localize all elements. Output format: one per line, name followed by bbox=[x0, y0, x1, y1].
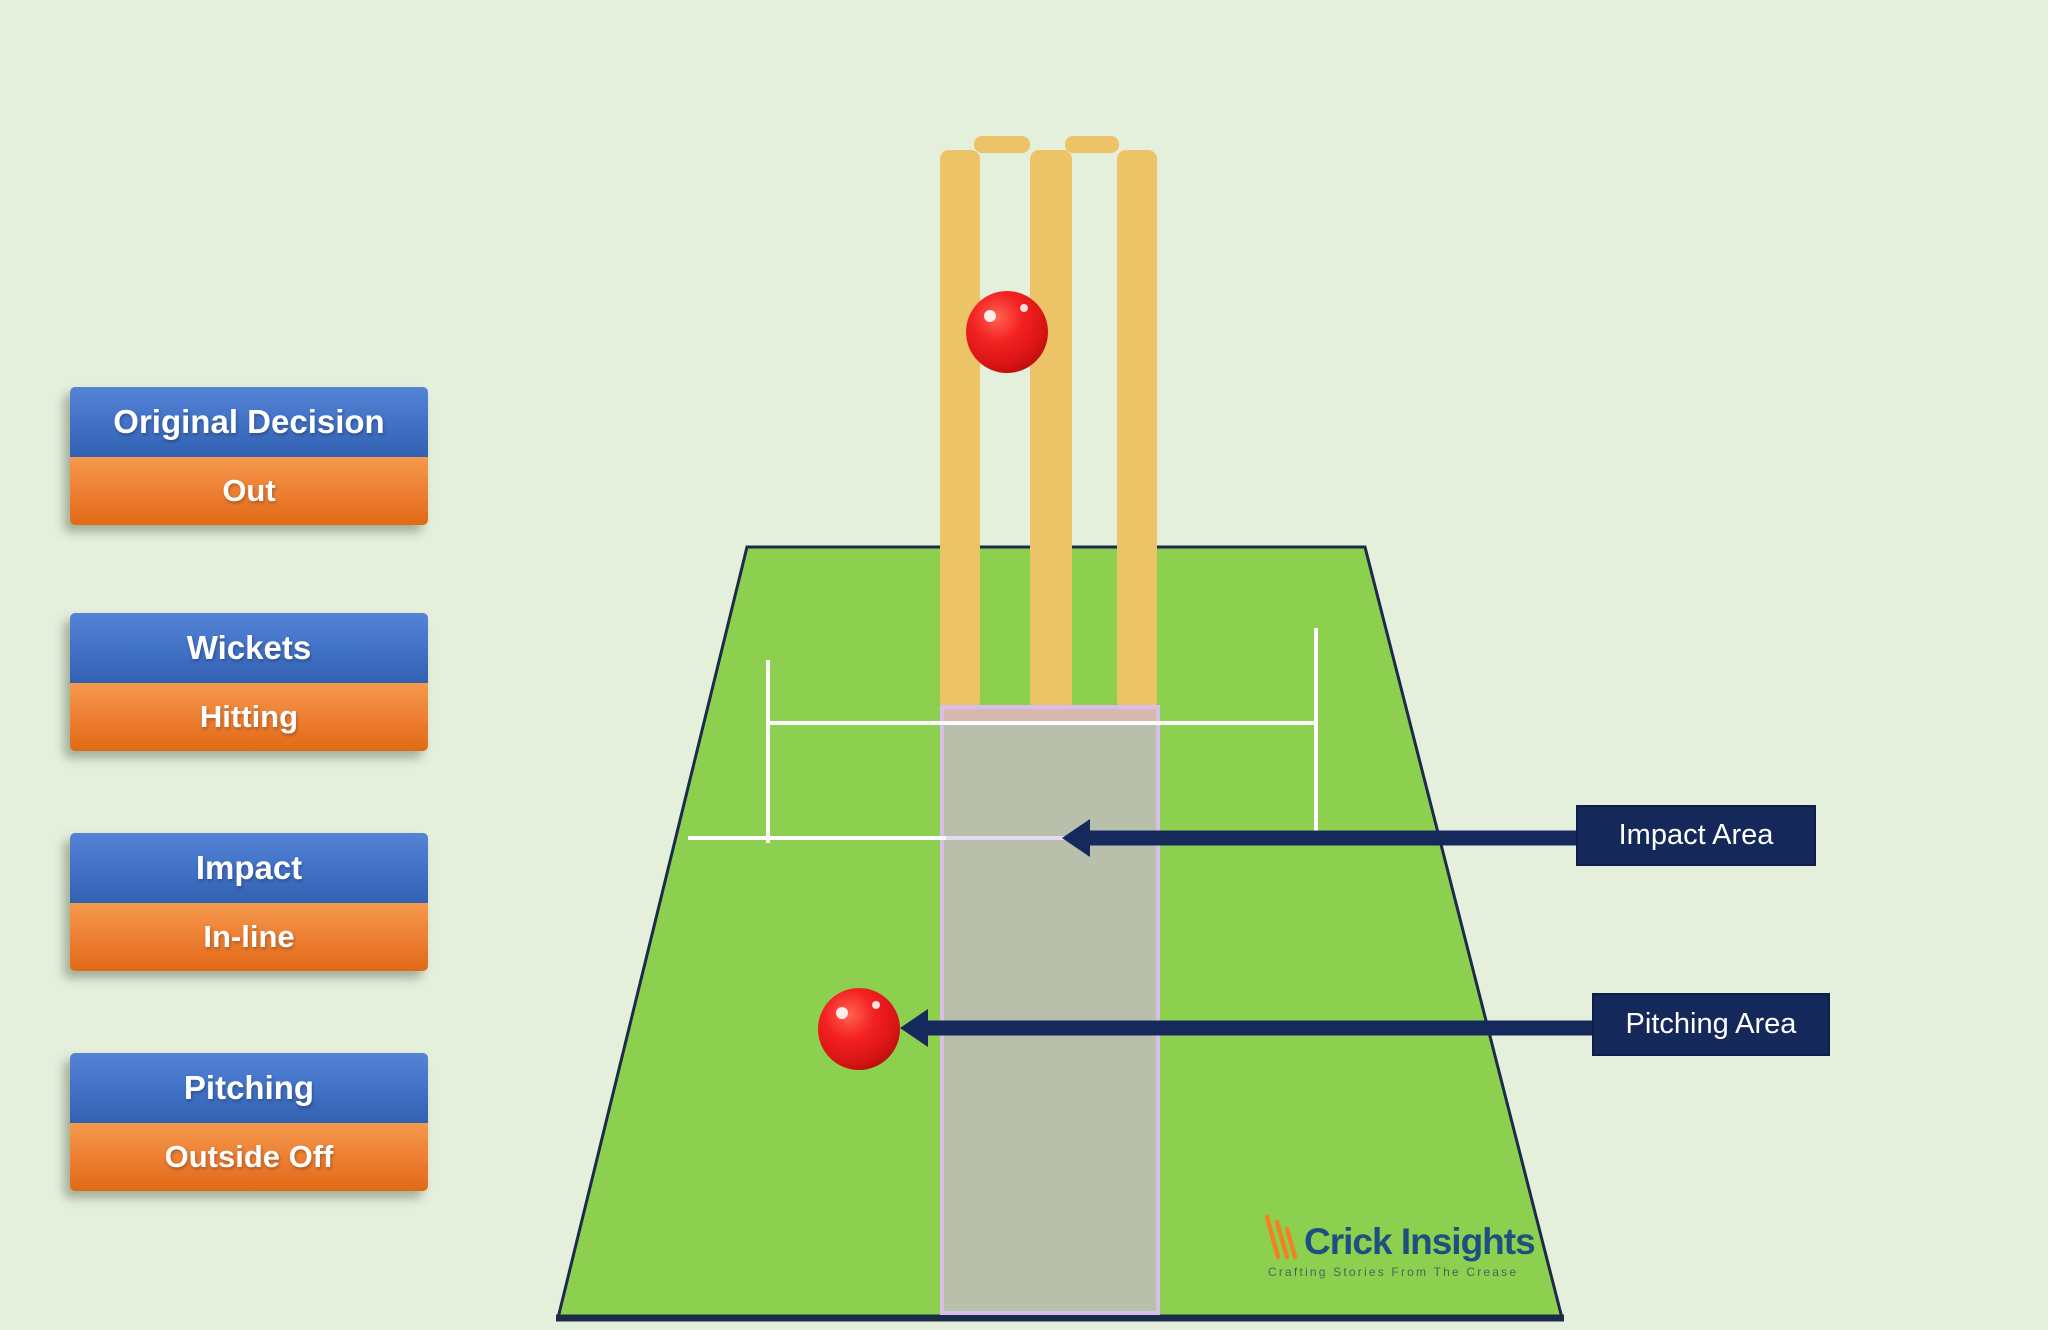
brand-logo: Crick Insights Crafting Stories From The… bbox=[1262, 1212, 1542, 1279]
impact-arrow-shaft bbox=[1086, 830, 1578, 846]
ball-pitching-position bbox=[818, 988, 900, 1070]
impact-area-label-text: Impact Area bbox=[1618, 819, 1774, 851]
ball-glint bbox=[984, 310, 996, 322]
logo-name: Crick Insights bbox=[1304, 1221, 1536, 1262]
card-value: In-line bbox=[70, 903, 428, 971]
impact-arrowhead-icon bbox=[1062, 819, 1090, 857]
stump-zone-pink-band bbox=[942, 707, 1158, 723]
cricket-ball-icon bbox=[966, 291, 1048, 373]
card-value: Out bbox=[70, 457, 428, 525]
pitching-area-label-text: Pitching Area bbox=[1625, 1008, 1797, 1040]
pitching-card: Pitching Outside Off bbox=[70, 1053, 428, 1191]
impact-card: Impact In-line bbox=[70, 833, 428, 971]
ball-glint bbox=[1020, 304, 1028, 312]
pitching-arrow bbox=[900, 1009, 1594, 1047]
ball-glint bbox=[872, 1001, 880, 1009]
right-bail bbox=[1065, 136, 1119, 153]
left-bail bbox=[974, 136, 1030, 153]
pitching-arrow-shaft bbox=[924, 1020, 1594, 1036]
logo-tagline: Crafting Stories From The Crease bbox=[1268, 1265, 1519, 1279]
card-title: Impact bbox=[70, 833, 428, 903]
card-title: Wickets bbox=[70, 613, 428, 683]
leg-stump bbox=[940, 150, 980, 710]
original-decision-card: Original Decision Out bbox=[70, 387, 428, 525]
wickets-card: Wickets Hitting bbox=[70, 613, 428, 751]
card-title: Original Decision bbox=[70, 387, 428, 457]
impact-area-label: Impact Area bbox=[1576, 805, 1816, 866]
card-value: Outside Off bbox=[70, 1123, 428, 1191]
ball-impact-position bbox=[966, 291, 1048, 373]
pitching-area-label: Pitching Area bbox=[1592, 993, 1830, 1056]
cricket-ball-icon bbox=[818, 988, 900, 1070]
impact-arrow bbox=[1062, 819, 1578, 857]
pitch-strip bbox=[942, 723, 1158, 1312]
pitching-arrowhead-icon bbox=[900, 1009, 928, 1047]
wicket-stumps-icon bbox=[940, 136, 1157, 710]
middle-stump bbox=[1030, 150, 1072, 710]
card-title: Pitching bbox=[70, 1053, 428, 1123]
card-value: Hitting bbox=[70, 683, 428, 751]
ball-glint bbox=[836, 1007, 848, 1019]
logo-slashes-icon bbox=[1264, 1214, 1298, 1260]
pitch-strip-border bbox=[940, 705, 1160, 1315]
off-stump bbox=[1117, 150, 1157, 710]
